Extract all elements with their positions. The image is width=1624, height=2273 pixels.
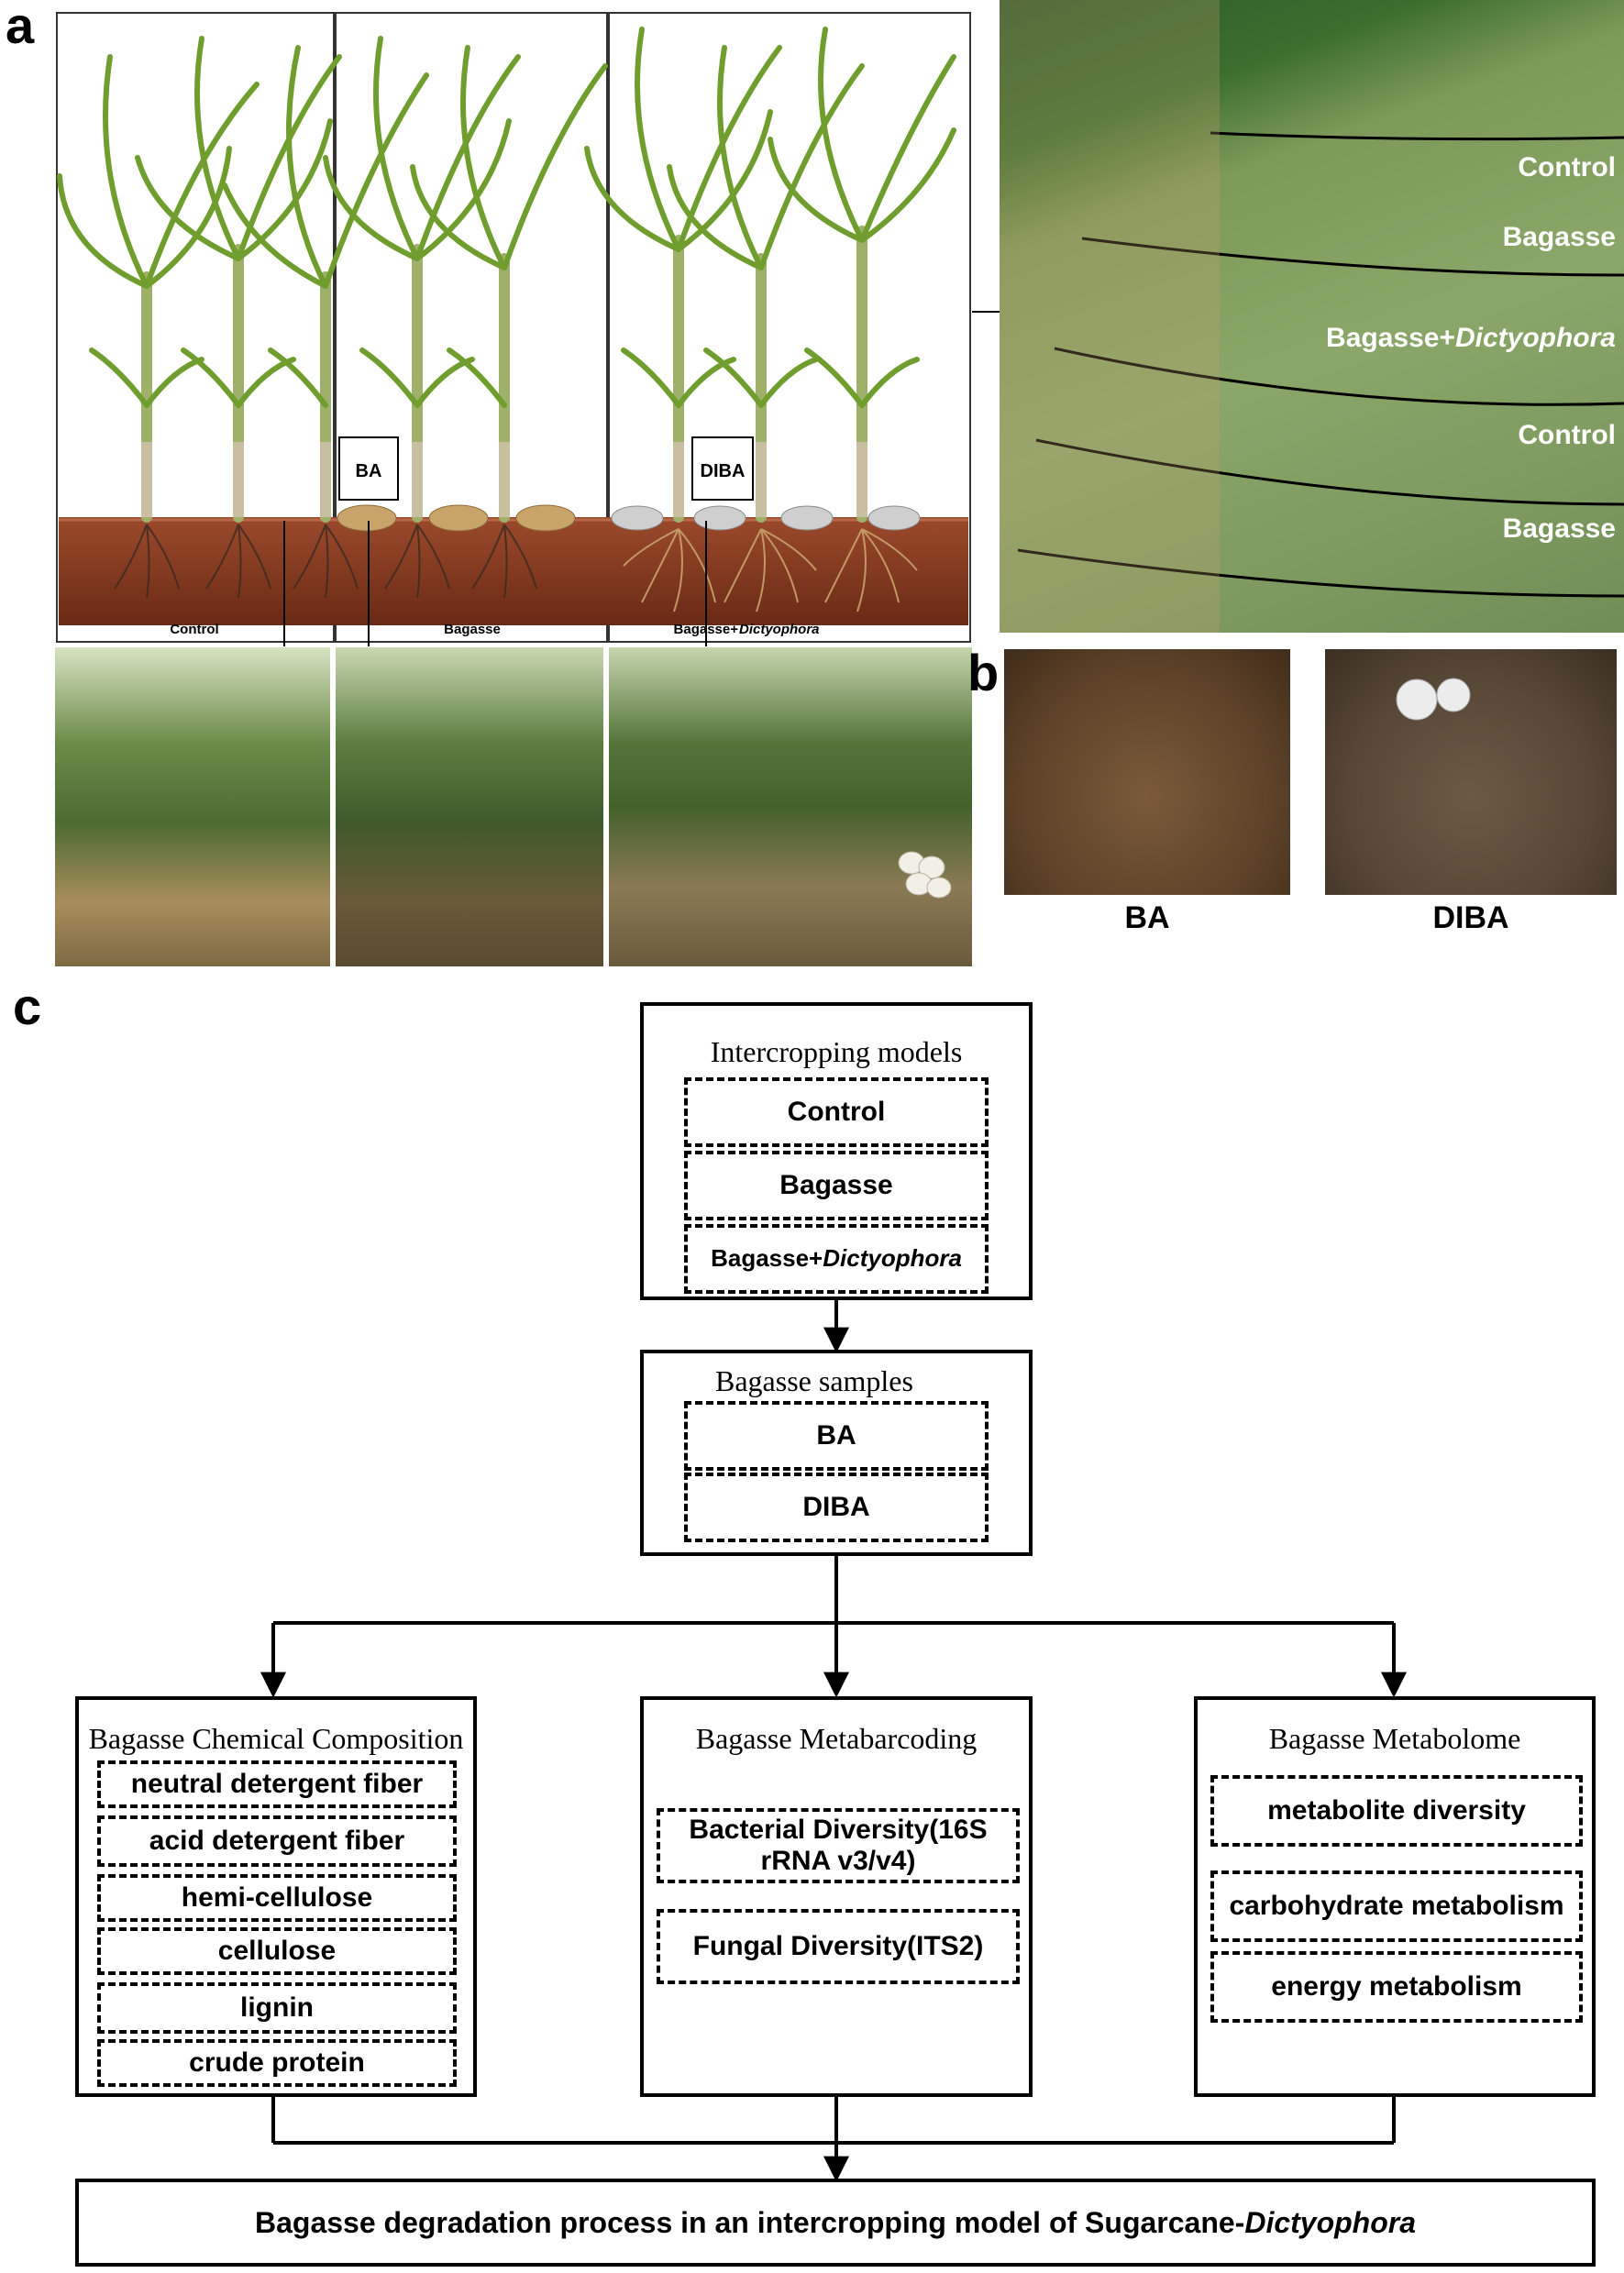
model-dictyophora: Dictyophora xyxy=(823,1244,962,1273)
final-conclusion-italic: Dictyophora xyxy=(1244,2205,1417,2239)
metabarcoding-title: Bagasse Metabarcoding xyxy=(695,1722,978,1755)
aerial-label-bagasse-1: Bagasse xyxy=(1502,222,1616,252)
aerial-label-bagasse-dictyophora: Bagasse+Dictyophora xyxy=(1247,323,1616,354)
photo-diba xyxy=(1325,649,1617,895)
metabolome-title: Bagasse Metabolome xyxy=(1268,1722,1521,1755)
chem-hemicellulose: hemi-cellulose xyxy=(97,1874,457,1922)
illustration-label-control: Control xyxy=(170,622,218,637)
aerial-photo xyxy=(1000,0,1624,633)
intercropping-models-title: Intercropping models xyxy=(710,1035,963,1068)
chemical-composition-title: Bagasse Chemical Composition xyxy=(88,1722,464,1755)
illustration-label-bagasse: Bagasse xyxy=(444,622,501,637)
callout-diba: DIBA xyxy=(701,461,746,481)
bagasse-samples-box: Bagasse samples BA DIBA xyxy=(640,1350,1033,1556)
chem-lignin: lignin xyxy=(97,1982,457,2034)
panel-c-letter: c xyxy=(13,977,42,1035)
final-conclusion-text: Bagasse degradation process in an interc… xyxy=(254,2205,1245,2239)
metabolome-box: Bagasse Metabolome metabolite diversity … xyxy=(1194,1696,1596,2097)
callout-ba: BA xyxy=(356,461,382,481)
model-control: Control xyxy=(684,1077,989,1147)
energy-metabolism: energy metabolism xyxy=(1210,1951,1583,2023)
model-bagasse-dictyophora: Bagasse+Dictyophora xyxy=(684,1224,989,1294)
bagasse-samples-title: Bagasse samples xyxy=(715,1364,913,1397)
aerial-label-bagasse-plus: Bagasse+ xyxy=(1326,323,1455,353)
photo-label-ba: BA xyxy=(1124,900,1170,935)
chem-ndf: neutral detergent fiber xyxy=(97,1760,457,1808)
aerial-label-bagasse-2: Bagasse xyxy=(1502,513,1616,544)
photo-label-diba: DIBA xyxy=(1432,900,1509,935)
final-conclusion-box: Bagasse degradation process in an interc… xyxy=(75,2179,1596,2267)
intercropping-models-box: Intercropping models Control Bagasse Bag… xyxy=(640,1002,1033,1300)
metabarcoding-box: Bagasse Metabarcoding Bacterial Diversit… xyxy=(640,1696,1033,2097)
chem-crude-protein: crude protein xyxy=(97,2039,457,2087)
aerial-label-dictyophora: Dictyophora xyxy=(1454,323,1616,353)
chem-cellulose: cellulose xyxy=(97,1927,457,1975)
sugarcane-illustration: BA DIBA Control Bagasse Bagasse+ Dictyop… xyxy=(56,12,971,643)
chem-adf: acid detergent fiber xyxy=(97,1815,457,1867)
bacterial-diversity: Bacterial Diversity(16S rRNA v3/v4) xyxy=(657,1808,1020,1883)
sample-diba: DIBA xyxy=(684,1473,989,1542)
chemical-composition-box: Bagasse Chemical Composition neutral det… xyxy=(75,1696,477,2097)
photo-ba xyxy=(1004,649,1290,895)
panel-a-connectors xyxy=(283,311,1000,646)
illustration-label-dictyophora: Dictyophora xyxy=(739,622,820,637)
field-photo-control xyxy=(55,647,330,966)
model-bagasse-plus: Bagasse+ xyxy=(711,1244,823,1273)
fungal-diversity: Fungal Diversity(ITS2) xyxy=(657,1909,1020,1984)
field-photo-bagasse-dictyophora xyxy=(609,647,972,966)
carbohydrate-metabolism: carbohydrate metabolism xyxy=(1210,1870,1583,1942)
aerial-label-control-1: Control xyxy=(1518,152,1616,182)
field-photo-bagasse xyxy=(336,647,603,966)
model-bagasse: Bagasse xyxy=(684,1151,989,1220)
sample-ba: BA xyxy=(684,1401,989,1471)
panel-b-letter: b xyxy=(967,644,1000,701)
metabolite-diversity: metabolite diversity xyxy=(1210,1775,1583,1847)
panel-a-letter: a xyxy=(6,0,35,54)
aerial-label-control-2: Control xyxy=(1518,420,1616,450)
